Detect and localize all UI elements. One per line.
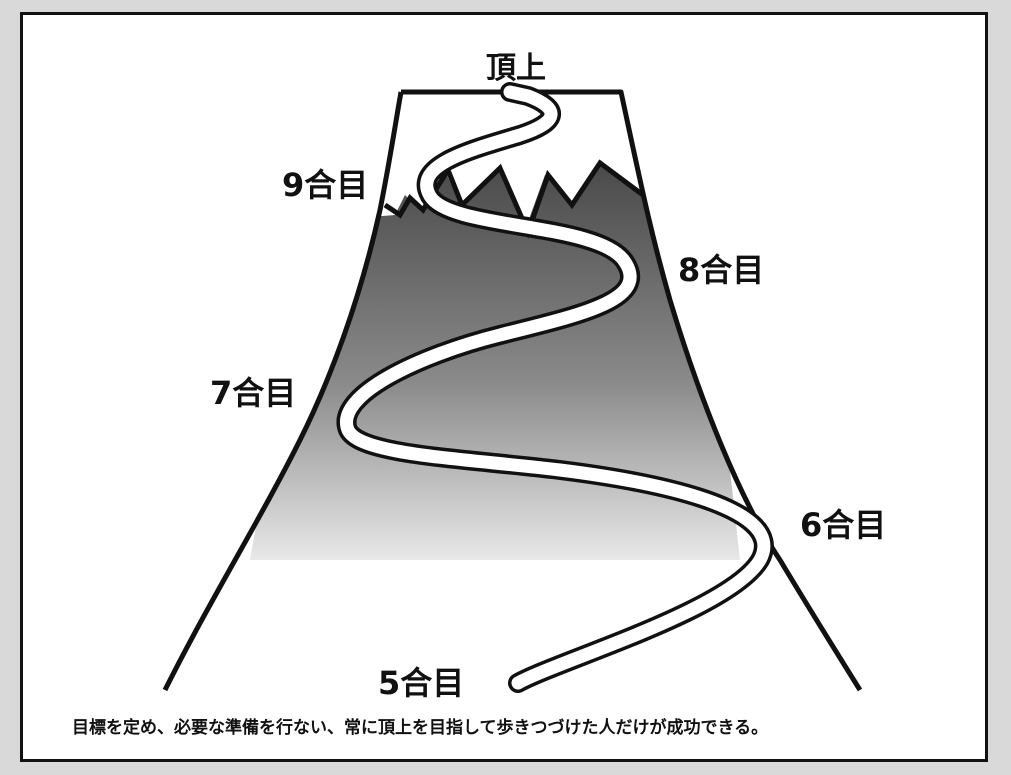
diagram-caption: 目標を定め、必要な準備を行ない、常に頂上を目指して歩きつづけた人だけが成功できる… [72, 718, 769, 738]
station-5-label: 5合目 [378, 664, 465, 702]
station-7-label: 7合目 [210, 374, 297, 412]
winding-trail [336, 82, 774, 693]
summit-label: 頂上 [486, 51, 546, 86]
station-9-label: 9合目 [282, 166, 369, 204]
station-6-label: 6合目 [800, 506, 887, 544]
station-8-label: 8合目 [678, 251, 765, 289]
